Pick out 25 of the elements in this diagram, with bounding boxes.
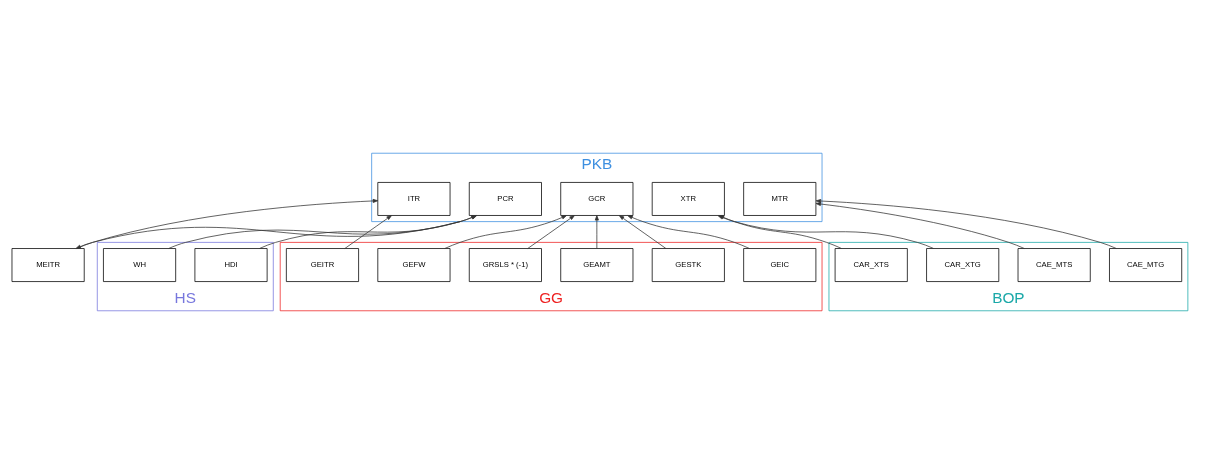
arrow bbox=[815, 201, 1025, 249]
node-box: CAR_XTS bbox=[834, 247, 908, 282]
node-box: GEITR bbox=[285, 247, 359, 282]
node-box: GESTK bbox=[651, 247, 725, 282]
node-box: CAE_MTS bbox=[1017, 247, 1091, 282]
node-box: XTR bbox=[651, 181, 725, 216]
node-box: PCR bbox=[468, 181, 542, 216]
node-box: GEIC bbox=[743, 247, 817, 282]
arrow bbox=[344, 214, 392, 249]
node-box: HDI bbox=[194, 247, 268, 282]
node-box: MTR bbox=[743, 181, 817, 216]
node-box: GRSLS * (-1) bbox=[468, 247, 542, 282]
node-box: ITR bbox=[377, 181, 451, 216]
node-box: WH bbox=[103, 247, 177, 282]
arrow bbox=[76, 198, 379, 249]
node-box: CAE_MTG bbox=[1109, 247, 1183, 282]
arrow bbox=[527, 214, 575, 249]
node-box: CAR_XTG bbox=[926, 247, 1000, 282]
node-box: GEFW bbox=[377, 247, 451, 282]
arrow bbox=[815, 198, 1117, 249]
node-box: GEAMT bbox=[560, 247, 634, 282]
node-box: MEITR bbox=[11, 247, 85, 282]
arrow bbox=[594, 214, 599, 249]
arrow bbox=[618, 214, 667, 249]
node-box: GCR bbox=[560, 181, 634, 216]
